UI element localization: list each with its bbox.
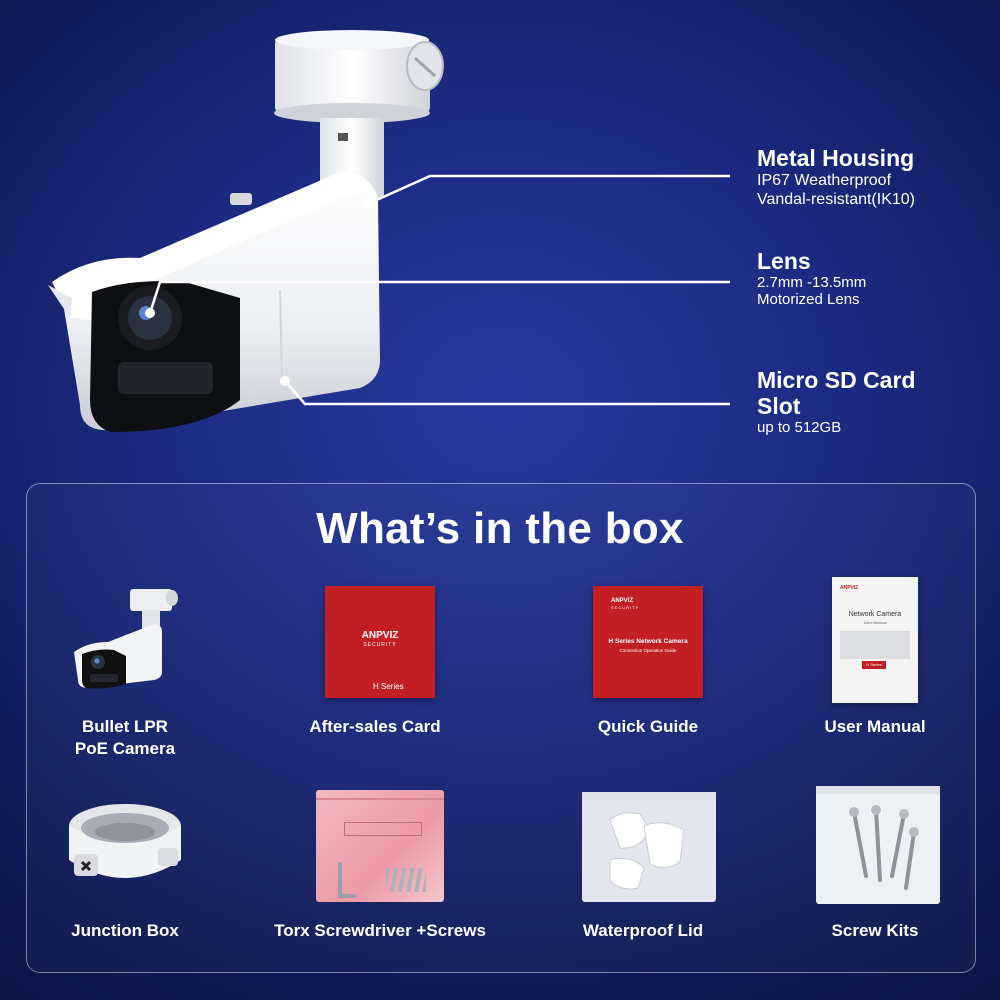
box-title: What’s in the box xyxy=(316,504,684,553)
card-brand: ANPVIZ xyxy=(361,630,399,641)
item-label: Quick Guide xyxy=(597,717,699,736)
feature-detail: 2.7mm -13.5mm xyxy=(757,274,867,291)
feature-lens: Lens 2.7mm -13.5mm Motorized Lens xyxy=(757,248,866,308)
manual-heading: Network Camera xyxy=(848,611,902,618)
box-item-screwdriver: Torx Screwdriver +Screws xyxy=(255,790,505,955)
box-item-junction-box: Junction Box xyxy=(0,790,250,955)
camera-icon xyxy=(74,589,178,689)
feature-title: Micro SD Card Slot xyxy=(757,367,916,419)
manual-icon: ANPVIZ Network Camera User Manual H Seri… xyxy=(832,577,918,703)
hero-section xyxy=(0,0,1000,470)
box-item-camera: Bullet LPR PoE Camera xyxy=(0,580,250,770)
guide-heading: H Series Network Camera xyxy=(608,638,688,645)
box-item-waterproof-lid: Waterproof Lid xyxy=(520,790,770,955)
feature-detail: Motorized Lens xyxy=(757,291,860,308)
card-series: H Series xyxy=(373,682,404,691)
box-contents-panel xyxy=(26,483,976,973)
item-label: After-sales Card xyxy=(309,717,441,736)
feature-detail: up to 512GB xyxy=(757,419,842,436)
feature-title: Metal Housing xyxy=(757,145,915,171)
guide-sub: Connection Operation Guide xyxy=(619,648,677,653)
screwdriver-icon xyxy=(316,790,444,902)
feature-title: Lens xyxy=(757,248,811,274)
guide-icon: ANPVIZ SECURITY H Series Network Camera … xyxy=(593,586,703,698)
manual-brand: ANPVIZ xyxy=(840,585,859,591)
item-label: Junction Box xyxy=(71,921,179,940)
feature-detail: Vandal-resistant(IK10) xyxy=(757,191,915,208)
camera-body xyxy=(48,171,380,432)
feature-detail: IP67 Weatherproof xyxy=(757,172,892,189)
manual-series: H Series xyxy=(862,661,886,669)
item-label: Torx Screwdriver +Screws xyxy=(274,921,486,940)
box-item-quick-guide: ANPVIZ SECURITY H Series Network Camera … xyxy=(500,580,750,770)
guide-brand-sub: SECURITY xyxy=(611,605,640,610)
item-label: Waterproof Lid xyxy=(582,921,704,940)
item-label: Screw Kits xyxy=(831,921,919,940)
junction-box-icon xyxy=(69,804,181,878)
callout-lines xyxy=(148,174,730,406)
feature-sd-slot: Micro SD Card Slot up to 512GB xyxy=(757,367,915,436)
lid-icon xyxy=(582,792,716,902)
feature-metal-housing: Metal Housing IP67 Weatherproof Vandal-r… xyxy=(757,145,915,209)
callout-dots xyxy=(145,198,375,386)
screw-kit-icon xyxy=(816,786,940,904)
card-brand-sub: SECURITY xyxy=(363,642,397,648)
box-item-screw-kits: Screw Kits xyxy=(750,786,1000,955)
box-item-after-sales-card: ANPVIZ SECURITY H Series After-sales Car… xyxy=(250,580,500,770)
box-item-user-manual: ANPVIZ Network Camera User Manual H Seri… xyxy=(750,577,1000,770)
item-label: User Manual xyxy=(824,717,926,736)
mount-base xyxy=(274,30,444,123)
guide-brand: ANPVIZ xyxy=(611,598,634,604)
manual-sub: User Manual xyxy=(863,620,887,625)
camera-illustration xyxy=(48,30,730,432)
item-label: Bullet LPR PoE Camera xyxy=(74,717,176,758)
card-icon: ANPVIZ SECURITY H Series xyxy=(325,586,435,698)
